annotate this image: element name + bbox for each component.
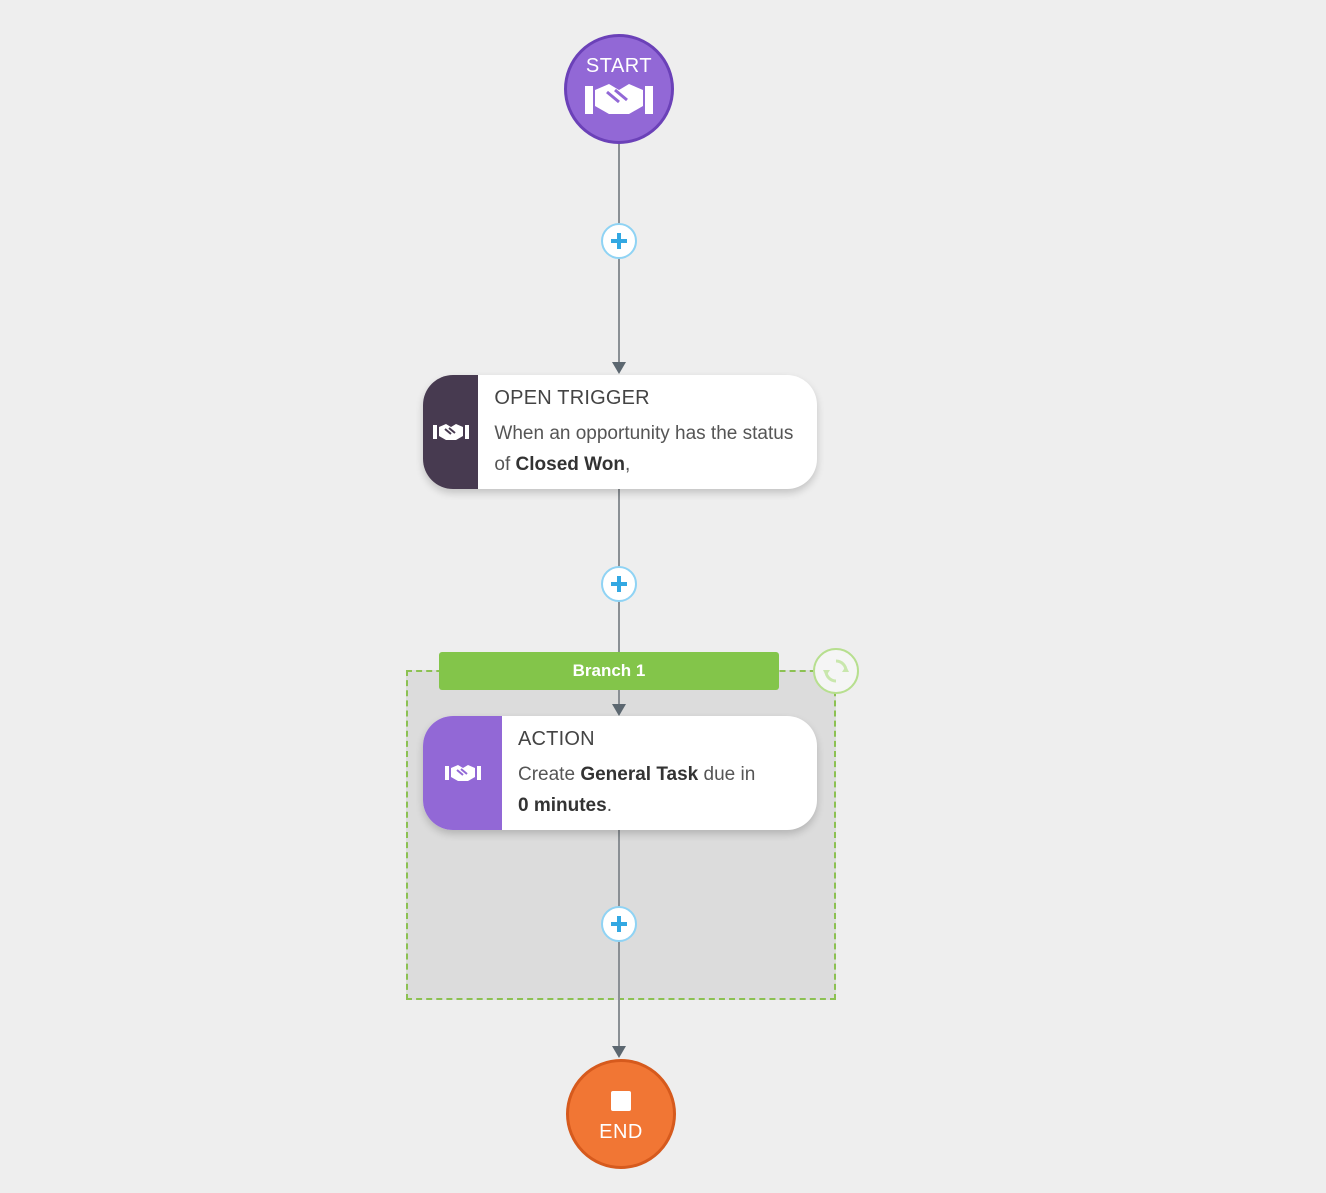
- plus-icon: [611, 576, 627, 592]
- branch-label: Branch 1: [572, 661, 646, 680]
- plus-icon: [611, 916, 627, 932]
- trigger-description: When an opportunity has the status of Cl…: [494, 423, 794, 475]
- trigger-card[interactable]: OPEN TRIGGER When an opportunity has the…: [423, 375, 817, 489]
- handshake-icon: [432, 424, 469, 440]
- branch-header[interactable]: Branch 1: [439, 652, 779, 690]
- start-node[interactable]: START: [564, 34, 674, 144]
- action-card[interactable]: ACTION Create General Task due in 0 minu…: [423, 716, 817, 830]
- action-title: ACTION: [518, 728, 595, 750]
- refresh-icon: [823, 659, 849, 683]
- arrow-icon: [612, 362, 626, 374]
- action-description: Create General Task due in 0 minutes.: [518, 764, 756, 816]
- end-node[interactable]: END: [566, 1059, 676, 1169]
- handshake-icon: [585, 83, 653, 114]
- plus-icon: [611, 233, 627, 249]
- start-label: START: [585, 54, 653, 77]
- handshake-icon: [444, 765, 481, 781]
- trigger-title: OPEN TRIGGER: [494, 387, 650, 409]
- stop-square-icon: [611, 1090, 631, 1111]
- add-step-button[interactable]: [601, 223, 637, 259]
- end-label: END: [599, 1120, 643, 1143]
- arrow-icon: [612, 704, 626, 716]
- branch-refresh-button[interactable]: [813, 648, 859, 694]
- connector-line: [618, 689, 620, 707]
- action-icon-panel: [423, 716, 502, 830]
- trigger-icon-panel: [423, 375, 479, 489]
- add-step-button[interactable]: [601, 566, 637, 602]
- add-step-button[interactable]: [601, 906, 637, 942]
- arrow-icon: [612, 1046, 626, 1058]
